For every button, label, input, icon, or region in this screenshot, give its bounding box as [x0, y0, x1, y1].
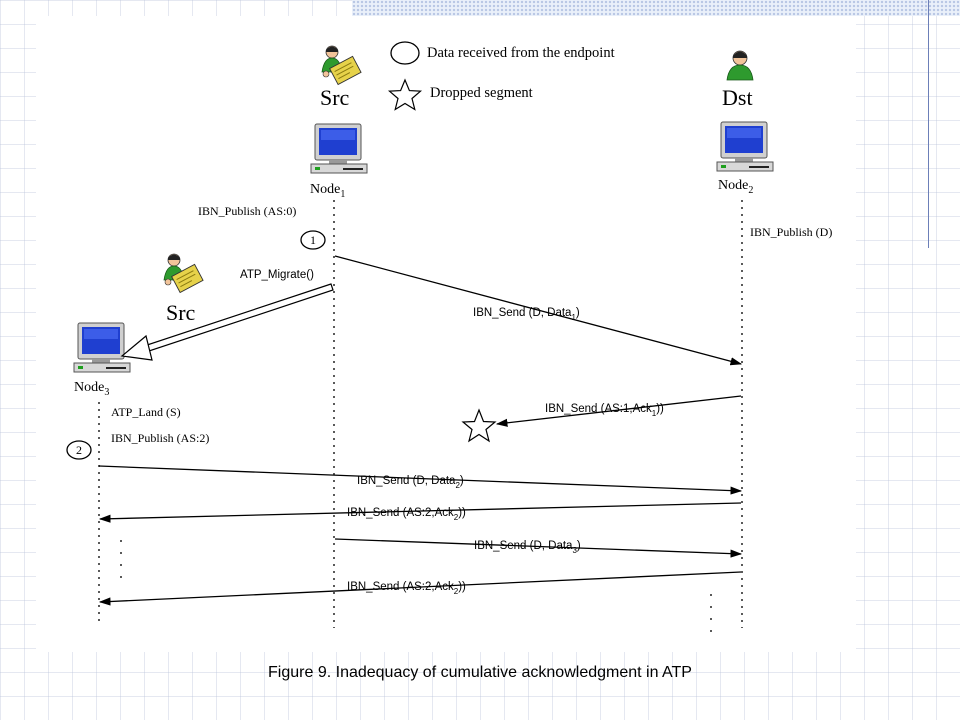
msg-ack2b-arrow — [98, 571, 742, 606]
src-actor-label: Src — [320, 85, 350, 110]
dst-person-icon — [726, 50, 754, 81]
marker-2: 2 — [66, 440, 92, 460]
slide-right-rule — [928, 0, 929, 248]
figure-caption: Figure 9. Inadequacy of cumulative ackno… — [268, 664, 692, 681]
src-person-icon — [321, 45, 362, 85]
msg-ack2a-label: IBN_Send (AS:2,Ack2)) — [347, 507, 466, 522]
node3-label: Node3 — [74, 380, 109, 398]
msg-send-data2-label: IBN_Send (D, Data2) — [357, 475, 464, 490]
src-migrated-label: Src — [166, 300, 196, 325]
node1-publish-label: IBN_Publish (AS:0) — [198, 204, 296, 218]
legend-circle-symbol — [390, 41, 420, 65]
legend-star-label: Dropped segment — [430, 85, 533, 101]
legend: Data received from the endpoint Dropped … — [387, 41, 615, 111]
msg-send-data1-label: IBN_Send (D, Data1) — [473, 307, 580, 322]
node2-computer-icon — [716, 121, 774, 172]
legend-circle-label: Data received from the endpoint — [427, 45, 615, 61]
node3-publish-label: IBN_Publish (AS:2) — [111, 431, 209, 445]
src-migrated-person-icon — [163, 253, 204, 293]
msg-send-data1-arrow — [334, 255, 743, 366]
msg-ack2a-arrow — [98, 502, 742, 523]
msg-ack2b-label: IBN_Send (AS:2,Ack2)) — [347, 581, 466, 596]
node1-label: Node1 — [310, 182, 345, 200]
slide-top-band — [352, 0, 960, 16]
node2-publish-label: IBN_Publish (D) — [750, 225, 832, 239]
msg-send-data3-arrow — [334, 538, 743, 558]
dropped-segment-star — [461, 408, 497, 443]
land-label: ATP_Land (S) — [111, 405, 181, 419]
node3-computer-icon — [73, 322, 131, 373]
node2-label: Node2 — [718, 178, 753, 196]
legend-star-symbol — [387, 78, 423, 111]
dst-actor-label: Dst — [722, 85, 753, 110]
msg-ack1-label: IBN_Send (AS:1,Ack1)) — [545, 403, 664, 418]
msg-ack1-arrow — [495, 395, 742, 427]
svg-text:1: 1 — [310, 233, 316, 247]
migration-arrow — [120, 283, 334, 361]
figure-panel — [36, 16, 856, 652]
migrate-label: ATP_Migrate() — [240, 269, 314, 281]
svg-text:2: 2 — [76, 443, 82, 457]
marker-1: 1 — [300, 230, 326, 250]
msg-send-data2-arrow — [98, 465, 743, 495]
msg-send-data3-label: IBN_Send (D, Data3) — [474, 540, 581, 555]
node1-computer-icon — [310, 123, 368, 174]
